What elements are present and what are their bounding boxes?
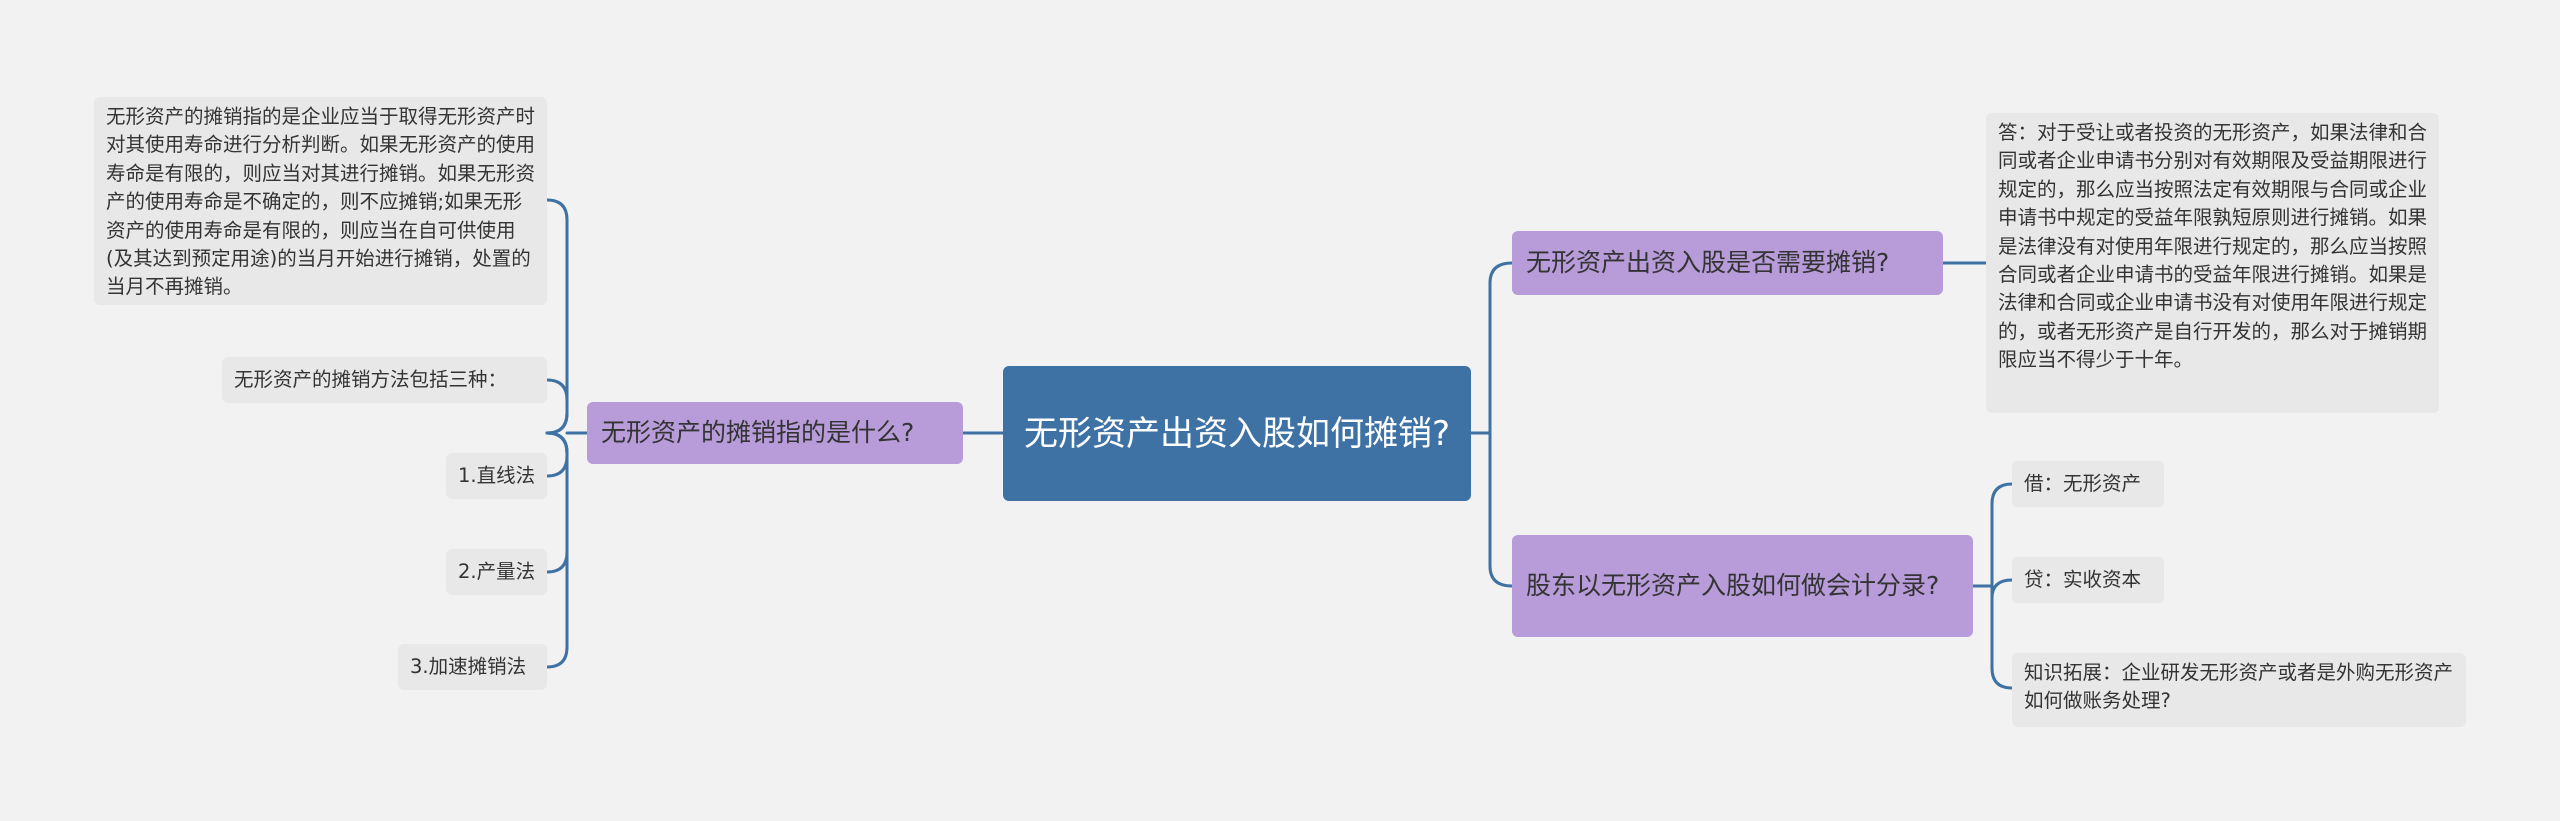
left-leaf-method-3-text: 3.加速摊销法 <box>410 654 527 678</box>
connector-right2-leaf-3 <box>1990 584 2014 690</box>
left-leaf-methods-intro-text: 无形资产的摊销方法包括三种： <box>234 367 508 391</box>
right2-leaf-extension-text: 知识拓展：企业研发无形资产或者是外购无形资产如何做账务处理? <box>2024 661 2454 713</box>
connector-left-leaf-4 <box>545 431 569 574</box>
connector-left-leaf-1 <box>545 198 569 435</box>
connector-right-branch-2 <box>1488 431 1514 588</box>
right1-leaf-answer[interactable]: 答：对于受让或者投资的无形资产，如果法律和合同或者企业申请书分别对有效期限及受益… <box>1986 113 2439 413</box>
left-leaf-method-2[interactable]: 2.产量法 <box>446 549 547 595</box>
right2-leaf-debit[interactable]: 借：无形资产 <box>2012 461 2164 507</box>
left-leaf-method-1[interactable]: 1.直线法 <box>446 453 547 499</box>
connector-right2-leaf-1 <box>1990 482 2014 588</box>
left-leaf-definition[interactable]: 无形资产的摊销指的是企业应当于取得无形资产时对其使用寿命进行分析判断。如果无形资… <box>94 97 547 305</box>
right1-leaf-answer-text: 答：对于受让或者投资的无形资产，如果法律和合同或者企业申请书分别对有效期限及受益… <box>1998 121 2428 372</box>
root-topic-text: 无形资产出资入股如何摊销? <box>1023 413 1451 454</box>
branch-left-title: 无形资产的摊销指的是什么? <box>601 418 915 447</box>
connector-left-leaf-5 <box>545 431 569 669</box>
right2-leaf-extension[interactable]: 知识拓展：企业研发无形资产或者是外购无形资产如何做账务处理? <box>2012 653 2466 727</box>
connector-right2-leaf-2 <box>1990 578 2014 599</box>
branch-right-2-topic[interactable]: 股东以无形资产入股如何做会计分录? <box>1512 535 1973 637</box>
right2-leaf-debit-text: 借：无形资产 <box>2024 471 2142 495</box>
branch-left-topic[interactable]: 无形资产的摊销指的是什么? <box>587 402 963 464</box>
left-leaf-method-1-text: 1.直线法 <box>458 463 536 487</box>
right2-leaf-credit-text: 贷：实收资本 <box>2024 567 2142 591</box>
connector-left-leaf-2 <box>545 378 569 435</box>
branch-right-1-topic[interactable]: 无形资产出资入股是否需要摊销? <box>1512 231 1943 295</box>
connector-right-branch-1 <box>1488 261 1514 435</box>
branch-right-2-title: 股东以无形资产入股如何做会计分录? <box>1526 571 1940 600</box>
root-topic[interactable]: 无形资产出资入股如何摊销? <box>1003 366 1471 501</box>
left-leaf-method-3[interactable]: 3.加速摊销法 <box>398 644 547 690</box>
left-leaf-methods-intro[interactable]: 无形资产的摊销方法包括三种： <box>222 357 547 403</box>
branch-right-1-title: 无形资产出资入股是否需要摊销? <box>1526 248 1890 277</box>
right2-leaf-credit[interactable]: 贷：实收资本 <box>2012 557 2164 603</box>
left-leaf-definition-text: 无形资产的摊销指的是企业应当于取得无形资产时对其使用寿命进行分析判断。如果无形资… <box>106 105 536 299</box>
left-leaf-method-2-text: 2.产量法 <box>458 559 536 583</box>
